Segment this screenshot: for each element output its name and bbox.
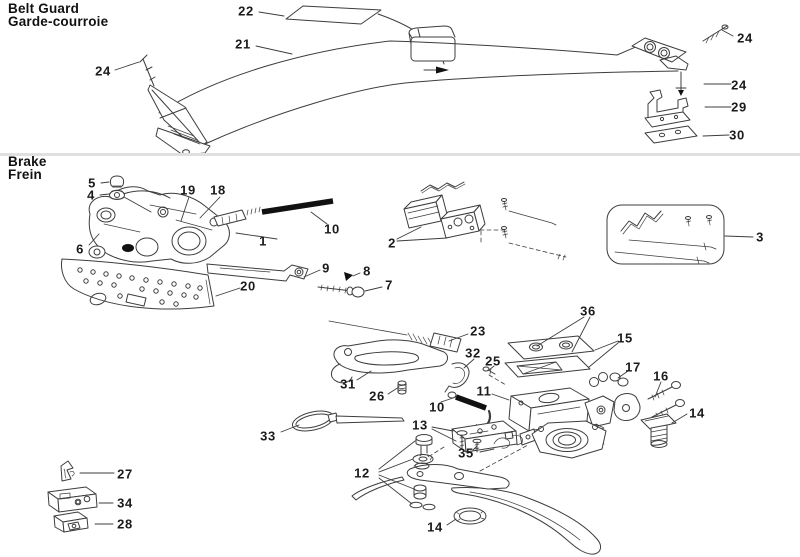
part-callout-11: 11	[476, 383, 492, 399]
part-callout-17: 17	[625, 359, 641, 375]
pin-24-left	[139, 54, 156, 87]
clip-27	[60, 460, 75, 482]
belt-guard-diagram	[114, 5, 734, 156]
part-callout-24: 24	[731, 77, 747, 93]
pin-24-mid	[675, 71, 687, 96]
belt-guard-title-en: Belt Guard	[8, 1, 80, 16]
belt-guard-section-title: Belt Guard Garde-courroie	[8, 1, 109, 29]
part-callout-4: 4	[87, 187, 95, 203]
part-callout-25: 25	[485, 353, 501, 369]
bolts-16	[647, 381, 685, 419]
cap-5	[109, 175, 125, 188]
brake-title-fr: Frein	[8, 167, 43, 182]
part-callout-12: 12	[354, 465, 370, 481]
brake-diagram	[47, 175, 754, 555]
reservoir-cover-15	[507, 335, 595, 360]
part-callout-14: 14	[427, 519, 443, 535]
part-callout-13: 13	[412, 417, 428, 433]
part-callout-36: 36	[580, 303, 596, 319]
part-callout-15: 15	[617, 330, 633, 346]
screw-26	[397, 380, 407, 395]
reservoir-gasket-15	[504, 355, 591, 378]
brake-title-en: Brake	[8, 154, 47, 169]
part-callout-10: 10	[324, 221, 340, 237]
belt-guard-title-fr: Garde-courroie	[8, 14, 109, 29]
caliper-1	[88, 186, 230, 264]
part-callout-31: 31	[340, 376, 356, 392]
part-callout-10: 10	[429, 399, 445, 415]
plug-14-top	[640, 413, 677, 448]
direction-arrow-icon	[423, 66, 449, 74]
bolt-7	[317, 284, 365, 298]
switch-13	[451, 420, 523, 453]
part-callout-28: 28	[117, 516, 133, 532]
part-callout-30: 30	[729, 127, 745, 143]
part-callout-9: 9	[322, 260, 330, 276]
connector-28	[53, 511, 89, 533]
guard-body-21	[158, 40, 679, 145]
brake-leader-lines	[79, 181, 754, 526]
clamp-32	[444, 362, 470, 393]
bracket-29	[644, 89, 691, 128]
part-callout-6: 6	[76, 241, 84, 257]
part-callout-14: 14	[689, 405, 705, 421]
brake-disc-20	[61, 258, 215, 310]
part-callout-32: 32	[465, 345, 481, 361]
cable-tie-33	[291, 410, 405, 432]
cone-8	[344, 272, 353, 281]
part-callout-24: 24	[737, 30, 753, 46]
brake-pads-2	[403, 181, 486, 239]
part-callout-8: 8	[363, 263, 371, 279]
adjuster-arm-9	[206, 263, 309, 282]
nut-4	[109, 189, 125, 200]
part-callout-5: 5	[88, 175, 96, 191]
screw-35	[472, 437, 510, 453]
part-callout-3: 3	[756, 229, 764, 245]
part-callout-27: 27	[117, 466, 133, 482]
plate-30	[644, 125, 698, 144]
lever-bracket-31	[331, 339, 448, 384]
push-rod-10-upper	[209, 198, 334, 227]
part-callout-21: 21	[235, 36, 251, 52]
part-callout-16: 16	[653, 368, 669, 384]
left-mount-bracket	[147, 84, 211, 156]
part-callout-23: 23	[470, 323, 486, 339]
screw-25	[482, 366, 507, 386]
part-callout-1: 1	[259, 233, 267, 249]
ring-nut-14-bottom	[453, 507, 487, 525]
brake-lever	[351, 464, 602, 555]
part-callout-20: 20	[240, 278, 256, 294]
part-callout-19: 19	[180, 182, 196, 198]
part-callout-24: 24	[95, 63, 111, 79]
right-mount-plate	[631, 37, 689, 71]
belt-guard-leader-lines	[114, 11, 734, 137]
hardware-kit-3	[606, 204, 725, 265]
piston-kit-17	[589, 372, 629, 387]
mount-flange-perch	[519, 420, 607, 459]
part-callout-18: 18	[210, 182, 226, 198]
part-callout-34: 34	[117, 495, 133, 511]
brake-section-title: Brake Frein	[8, 154, 47, 182]
section-divider	[0, 153, 800, 156]
part-callout-7: 7	[385, 277, 393, 293]
part-callout-2: 2	[388, 235, 396, 251]
part-callout-35: 35	[458, 445, 474, 461]
pad-pins-2	[479, 198, 567, 261]
part-callout-26: 26	[369, 388, 385, 404]
screw-24-top-right	[702, 24, 729, 44]
master-cylinder-11	[413, 387, 641, 472]
part-callout-22: 22	[238, 3, 254, 19]
part-callout-29: 29	[731, 99, 747, 115]
connector-34	[47, 486, 98, 513]
part-callout-33: 33	[260, 428, 276, 444]
